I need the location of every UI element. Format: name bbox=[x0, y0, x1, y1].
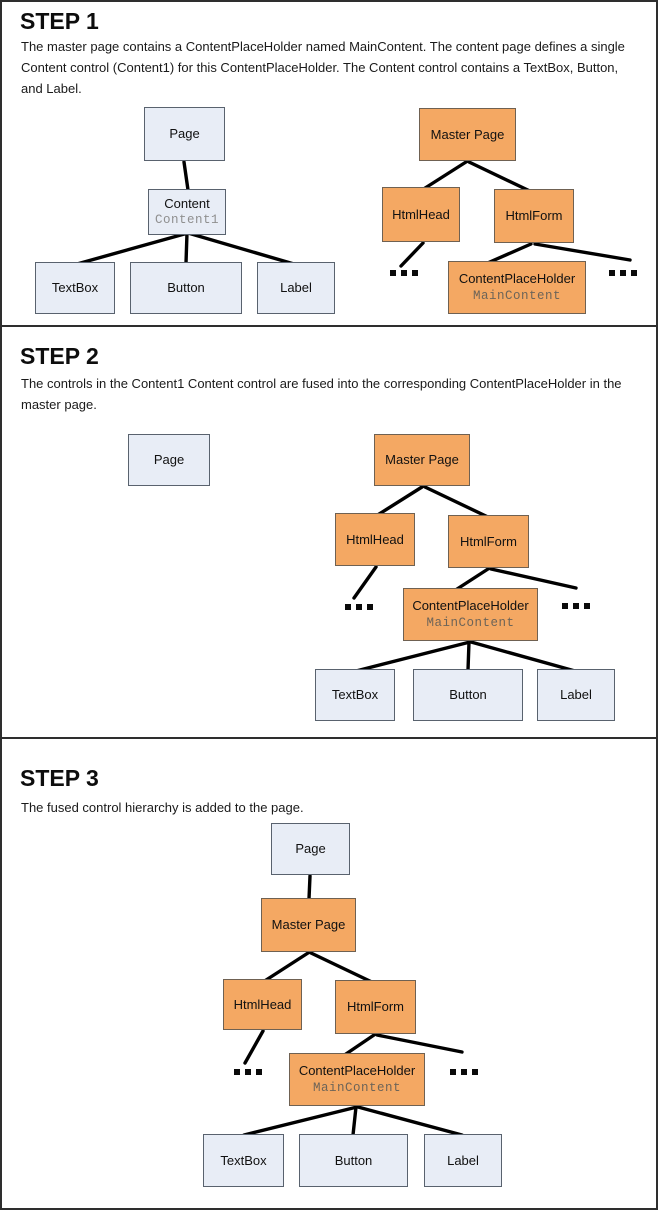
node-label: Page bbox=[169, 126, 200, 142]
step2-description: The controls in the Content1 Content con… bbox=[21, 376, 622, 412]
node-label: HtmlHead bbox=[346, 531, 404, 547]
node-label: TextBox bbox=[331, 687, 379, 703]
step3-description: The fused control hierarchy is added to … bbox=[21, 800, 304, 815]
node-master-page: Master Page bbox=[419, 108, 516, 161]
node-button: Button bbox=[130, 262, 242, 314]
ellipsis-icon bbox=[609, 270, 637, 276]
node-sublabel: MainContent bbox=[312, 1080, 401, 1095]
node-master-page: Master Page bbox=[374, 434, 470, 486]
node-label-control: Label bbox=[257, 262, 335, 314]
node-htmlhead: HtmlHead bbox=[223, 979, 302, 1030]
node-label: Label bbox=[447, 1152, 479, 1168]
node-master-page: Master Page bbox=[261, 898, 356, 952]
node-sublabel: Content1 bbox=[154, 213, 219, 228]
ellipsis-icon bbox=[390, 270, 418, 276]
node-content: Content Content1 bbox=[148, 189, 226, 235]
step1-panel: STEP 1 The master page contains a Conten… bbox=[0, 0, 658, 327]
node-textbox: TextBox bbox=[203, 1134, 284, 1187]
node-button: Button bbox=[299, 1134, 408, 1187]
node-label: Button bbox=[334, 1152, 373, 1168]
node-htmlform: HtmlForm bbox=[335, 980, 416, 1034]
node-label: HtmlForm bbox=[459, 533, 518, 549]
node-label: Content bbox=[164, 195, 210, 211]
step1-title: STEP 1 bbox=[20, 8, 99, 34]
node-textbox: TextBox bbox=[35, 262, 115, 314]
node-contentplaceholder: ContentPlaceHolder MainContent bbox=[403, 588, 538, 641]
step2-panel: STEP 2 The controls in the Content1 Cont… bbox=[0, 325, 658, 739]
node-label: Master Page bbox=[430, 126, 505, 142]
node-page: Page bbox=[144, 107, 225, 161]
node-label-control: Label bbox=[424, 1134, 502, 1187]
node-label: HtmlHead bbox=[392, 206, 450, 222]
node-textbox: TextBox bbox=[315, 669, 395, 721]
node-htmlform: HtmlForm bbox=[448, 515, 529, 568]
node-label: HtmlHead bbox=[233, 996, 292, 1012]
node-label: ContentPlaceHolder bbox=[412, 598, 529, 614]
node-sublabel: MainContent bbox=[426, 615, 515, 630]
step1-description: The master page contains a ContentPlaceH… bbox=[21, 39, 625, 96]
node-contentplaceholder: ContentPlaceHolder MainContent bbox=[289, 1053, 425, 1106]
ellipsis-icon bbox=[562, 603, 590, 609]
step2-title: STEP 2 bbox=[20, 343, 99, 369]
node-label: TextBox bbox=[220, 1152, 267, 1168]
ellipsis-icon bbox=[450, 1069, 478, 1075]
step3-title: STEP 3 bbox=[20, 765, 99, 791]
node-label: Master Page bbox=[271, 917, 346, 933]
node-label: ContentPlaceHolder bbox=[458, 271, 576, 287]
node-htmlhead: HtmlHead bbox=[382, 187, 460, 242]
node-page: Page bbox=[271, 823, 350, 875]
node-label: ContentPlaceHolder bbox=[298, 1063, 416, 1079]
node-label-control: Label bbox=[537, 669, 615, 721]
node-htmlhead: HtmlHead bbox=[335, 513, 415, 566]
node-label: Label bbox=[280, 280, 312, 296]
ellipsis-icon bbox=[234, 1069, 262, 1075]
node-contentplaceholder: ContentPlaceHolder MainContent bbox=[448, 261, 586, 314]
node-label: Page bbox=[295, 841, 326, 857]
node-label: TextBox bbox=[51, 280, 99, 296]
node-label: Page bbox=[153, 452, 185, 468]
node-label: Label bbox=[560, 687, 592, 703]
step3-panel: STEP 3 The fused control hierarchy is ad… bbox=[0, 737, 658, 1210]
ellipsis-icon bbox=[345, 604, 373, 610]
node-sublabel: MainContent bbox=[472, 288, 561, 303]
node-htmlform: HtmlForm bbox=[494, 189, 574, 243]
node-label: Button bbox=[167, 280, 205, 296]
node-label: Button bbox=[449, 687, 487, 703]
node-label: HtmlForm bbox=[346, 999, 405, 1015]
node-button: Button bbox=[413, 669, 523, 721]
node-label: HtmlForm bbox=[505, 208, 563, 224]
node-page: Page bbox=[128, 434, 210, 486]
node-label: Master Page bbox=[385, 452, 459, 468]
